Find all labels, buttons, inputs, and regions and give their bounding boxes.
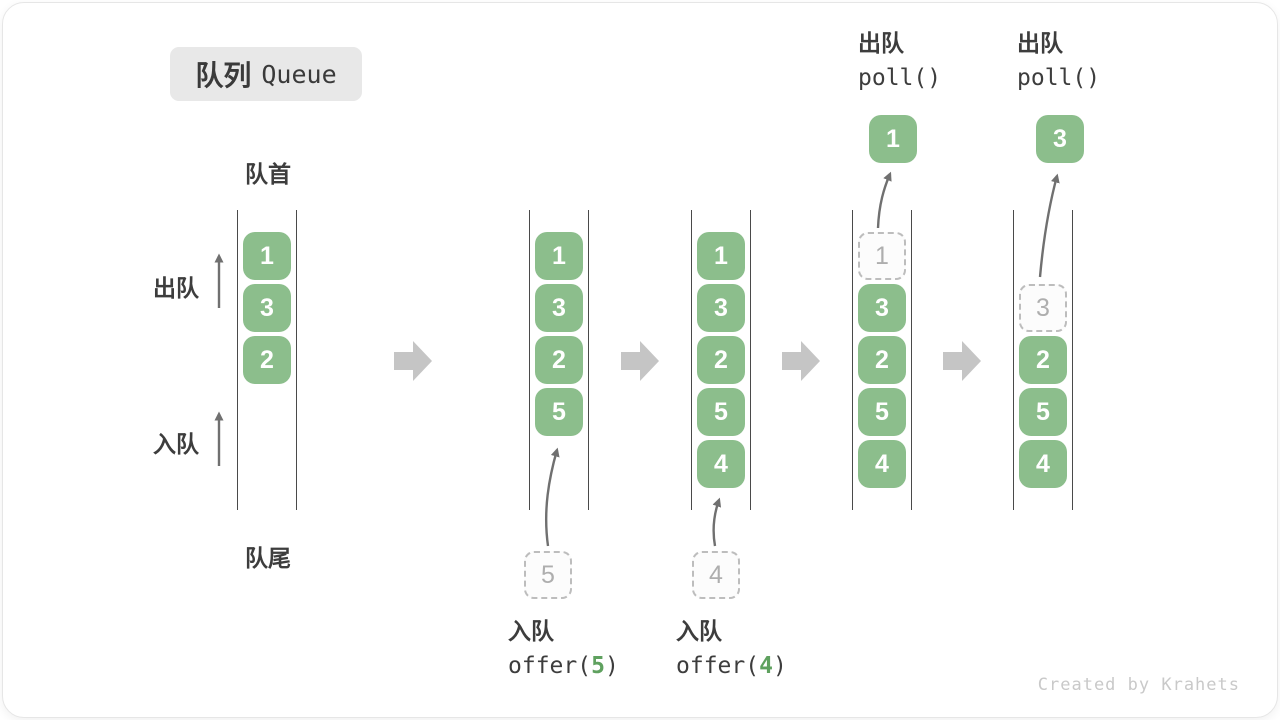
offer5-fn: offer( <box>508 653 592 679</box>
incoming-element-4: 4 <box>692 551 740 599</box>
queue-1-cell-3: 3 <box>243 284 291 332</box>
queue-3-cell-3: 3 <box>697 284 745 332</box>
offer5-close: ) <box>604 653 619 679</box>
op-caption-offer4: 入队 offer(4) <box>676 614 787 684</box>
queue-5-cell-2: 2 <box>1019 336 1067 384</box>
queue-4-cell-2: 2 <box>858 336 906 384</box>
op-poll-2-label: 出队 <box>1017 30 1063 56</box>
offer4-close: ) <box>772 653 787 679</box>
queue-3-cell-4: 4 <box>697 440 745 488</box>
queue-5-cell-5: 5 <box>1019 388 1067 436</box>
queue-2-cell-3: 3 <box>535 284 583 332</box>
queue-1-cell-2: 2 <box>243 336 291 384</box>
queue-3-cell-2: 2 <box>697 336 745 384</box>
label-dequeue: 出队 <box>153 275 199 301</box>
incoming-element-5: 5 <box>524 551 572 599</box>
outgoing-element-1: 1 <box>869 115 917 163</box>
queue-2-cell-1: 1 <box>535 232 583 280</box>
op-poll-2-code: poll() <box>1017 65 1101 91</box>
queue-3-cell-1: 1 <box>697 232 745 280</box>
op-offer4-label: 入队 <box>676 618 722 644</box>
queue-4-cell-4: 4 <box>858 440 906 488</box>
queue-3-cell-5: 5 <box>697 388 745 436</box>
queue-2-cell-2: 2 <box>535 336 583 384</box>
op-header-poll-1: 出队 poll() <box>858 26 941 96</box>
op-offer5-code: offer(5) <box>508 649 619 684</box>
queue-4-cell-3: 3 <box>858 284 906 332</box>
offer4-arg: 4 <box>759 653 773 679</box>
title-zh: 队列 <box>195 60 252 91</box>
watermark: Created by Krahets <box>1037 675 1240 695</box>
op-header-poll-2: 出队 poll() <box>1017 26 1100 96</box>
queue-5-cell-3: 3 <box>1019 284 1067 332</box>
label-enqueue: 入队 <box>153 431 199 457</box>
queue-4-cell-5: 5 <box>858 388 906 436</box>
offer4-fn: offer( <box>676 653 760 679</box>
label-queue-front: 队首 <box>245 161 291 187</box>
queue-1-cell-1: 1 <box>243 232 291 280</box>
offer5-arg: 5 <box>591 653 605 679</box>
queue-4-cell-1: 1 <box>858 232 906 280</box>
queue-2-cell-5: 5 <box>535 388 583 436</box>
queue-5-cell-4: 4 <box>1019 440 1067 488</box>
diagram-title: 队列 Queue <box>170 47 362 101</box>
op-caption-offer5: 入队 offer(5) <box>508 614 619 684</box>
op-poll-1-code: poll() <box>858 65 942 91</box>
op-offer5-label: 入队 <box>508 618 554 644</box>
op-poll-1-label: 出队 <box>858 30 904 56</box>
op-offer4-code: offer(4) <box>676 649 787 684</box>
title-en: Queue <box>261 59 337 89</box>
label-queue-rear: 队尾 <box>245 545 291 571</box>
outgoing-element-3: 3 <box>1036 115 1084 163</box>
